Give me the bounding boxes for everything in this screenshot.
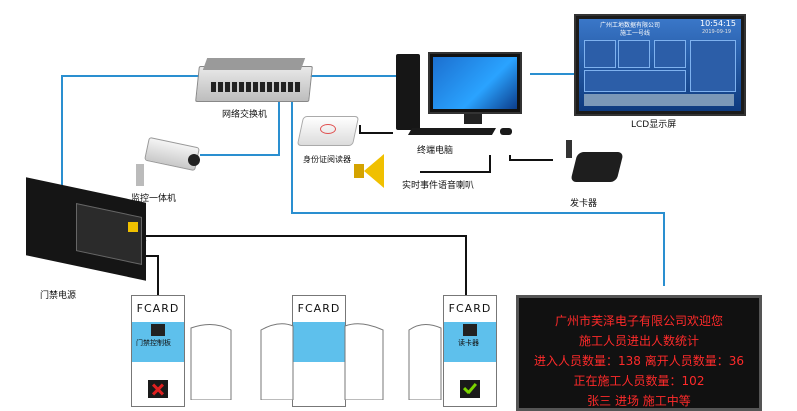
led-display-board: 广州市芙泽电子有限公司欢迎您 施工人员进出人数统计 进入人员数量：138 离开人… <box>516 295 762 411</box>
lcd-site: 施工一号线 <box>620 30 651 37</box>
deny-icon <box>148 380 168 398</box>
network-line-power <box>61 75 200 192</box>
led-line-4: 正在施工人员数量：102 <box>573 374 705 388</box>
network-line-camera <box>200 100 280 156</box>
speaker-label: 实时事件语音喇叭 <box>402 181 475 191</box>
gate-post-left: FCARD 门禁控制板 <box>131 295 185 407</box>
network-line-led <box>291 100 665 286</box>
gate-module: 门禁控制板 <box>136 339 171 347</box>
gate-brand: FCARD <box>448 302 492 315</box>
gate-brand: FCARD <box>136 302 180 315</box>
card-issuer-label: 发卡器 <box>570 199 598 209</box>
lcd-company: 广州工地数据有限公司 <box>600 22 661 29</box>
id-reader-label: 身份证阅读器 <box>303 155 351 164</box>
led-line-3: 进入人员数量：138 离开人员数量：36 <box>534 354 744 368</box>
camera-icon <box>116 136 206 188</box>
card-issuer <box>556 134 626 190</box>
network-switch <box>195 56 313 102</box>
gate-post-right: FCARD 读卡器 <box>443 295 497 407</box>
wire-speaker <box>420 155 491 173</box>
led-line-5: 张三 进场 施工中等 <box>587 394 691 408</box>
wire-card-issuer <box>509 155 553 161</box>
wing-left-1 <box>190 324 232 400</box>
lcd-label: LCD显示屏 <box>631 120 677 130</box>
lcd-date: 2019-09-19 <box>702 29 732 35</box>
switch-label: 网络交换机 <box>222 110 268 120</box>
wing-right-1 <box>344 323 384 400</box>
gate-wings <box>190 323 442 400</box>
wing-left-2 <box>260 323 294 400</box>
access-power-supply <box>20 177 150 281</box>
led-line-1: 广州市芙泽电子有限公司欢迎您 <box>554 314 723 328</box>
wire-gate-right <box>90 235 467 295</box>
camera-label: 监控一体机 <box>131 194 177 204</box>
gate-module: 读卡器 <box>458 339 479 347</box>
gate-brand: FCARD <box>297 302 341 315</box>
id-card-reader <box>296 112 360 148</box>
led-line-2: 施工人员进出人数统计 <box>578 334 699 348</box>
wing-right-2 <box>408 324 442 400</box>
power-label: 门禁电源 <box>40 291 77 301</box>
speaker-icon <box>354 152 394 192</box>
lcd-display: 广州工地数据有限公司 施工一号线 10:54:15 2019-09-19 <box>574 14 746 116</box>
connection-lines <box>61 73 665 295</box>
terminal-label: 终端电脑 <box>417 146 454 156</box>
check-icon <box>460 380 480 398</box>
terminal-computer <box>392 48 532 138</box>
lcd-time: 10:54:15 <box>700 19 736 28</box>
wire-id-reader <box>359 125 393 134</box>
